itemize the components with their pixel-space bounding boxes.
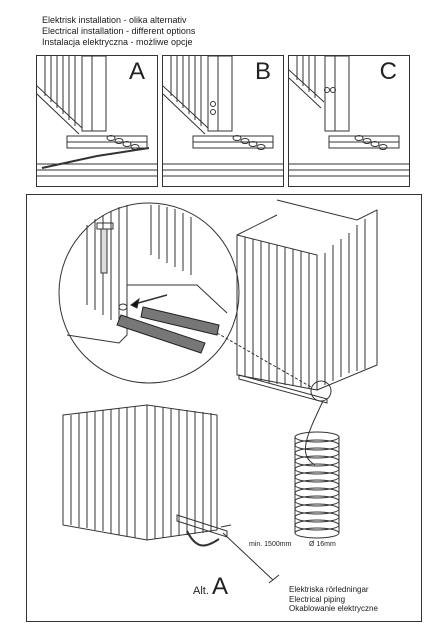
piping-label-english: Electrical piping xyxy=(289,594,346,604)
enclosure-lower xyxy=(62,404,228,547)
panel-a-letter: A xyxy=(128,58,145,85)
diameter-label: Ø 16mm xyxy=(309,541,336,548)
conduit-coil xyxy=(294,431,340,539)
title-block: Elektrisk installation - olika alternati… xyxy=(42,15,195,48)
conduit-icon xyxy=(116,306,220,354)
panel-c-letter: C xyxy=(379,58,397,85)
title-line-swedish: Elektrisk installation - olika alternati… xyxy=(42,15,187,25)
enclosure-upper xyxy=(236,199,378,404)
dimension-line xyxy=(220,524,280,584)
alt-label: Alt. A xyxy=(193,575,228,599)
panel-a-drawing xyxy=(37,56,157,177)
panel-c-drawing xyxy=(289,56,409,177)
title-line-polish: Instalacja elektryczna - możliwe opcje xyxy=(42,37,193,47)
piping-label-polish: Okablowanie elektryczne xyxy=(289,604,378,613)
main-illustration: Alt. A min. 1500mm Ø 16mm Elektriska rör… xyxy=(26,194,422,622)
alt-letter: A xyxy=(211,573,228,600)
title-line-english: Electrical installation - different opti… xyxy=(42,26,196,36)
panel-b-drawing xyxy=(163,56,283,177)
distance-label: min. 1500mm xyxy=(249,541,292,548)
panel-option-a: A xyxy=(36,55,158,187)
panel-option-b: B xyxy=(162,55,284,187)
main-drawing xyxy=(58,199,378,584)
panel-option-c: C xyxy=(288,55,410,187)
piping-labels: Elektriska rörledningar Electrical pipin… xyxy=(289,585,378,614)
panel-b-letter: B xyxy=(254,58,271,85)
piping-label-swedish: Elektriska rörledningar xyxy=(289,585,369,594)
detail-magnifier xyxy=(58,202,240,384)
alt-prefix: Alt. xyxy=(193,585,209,597)
